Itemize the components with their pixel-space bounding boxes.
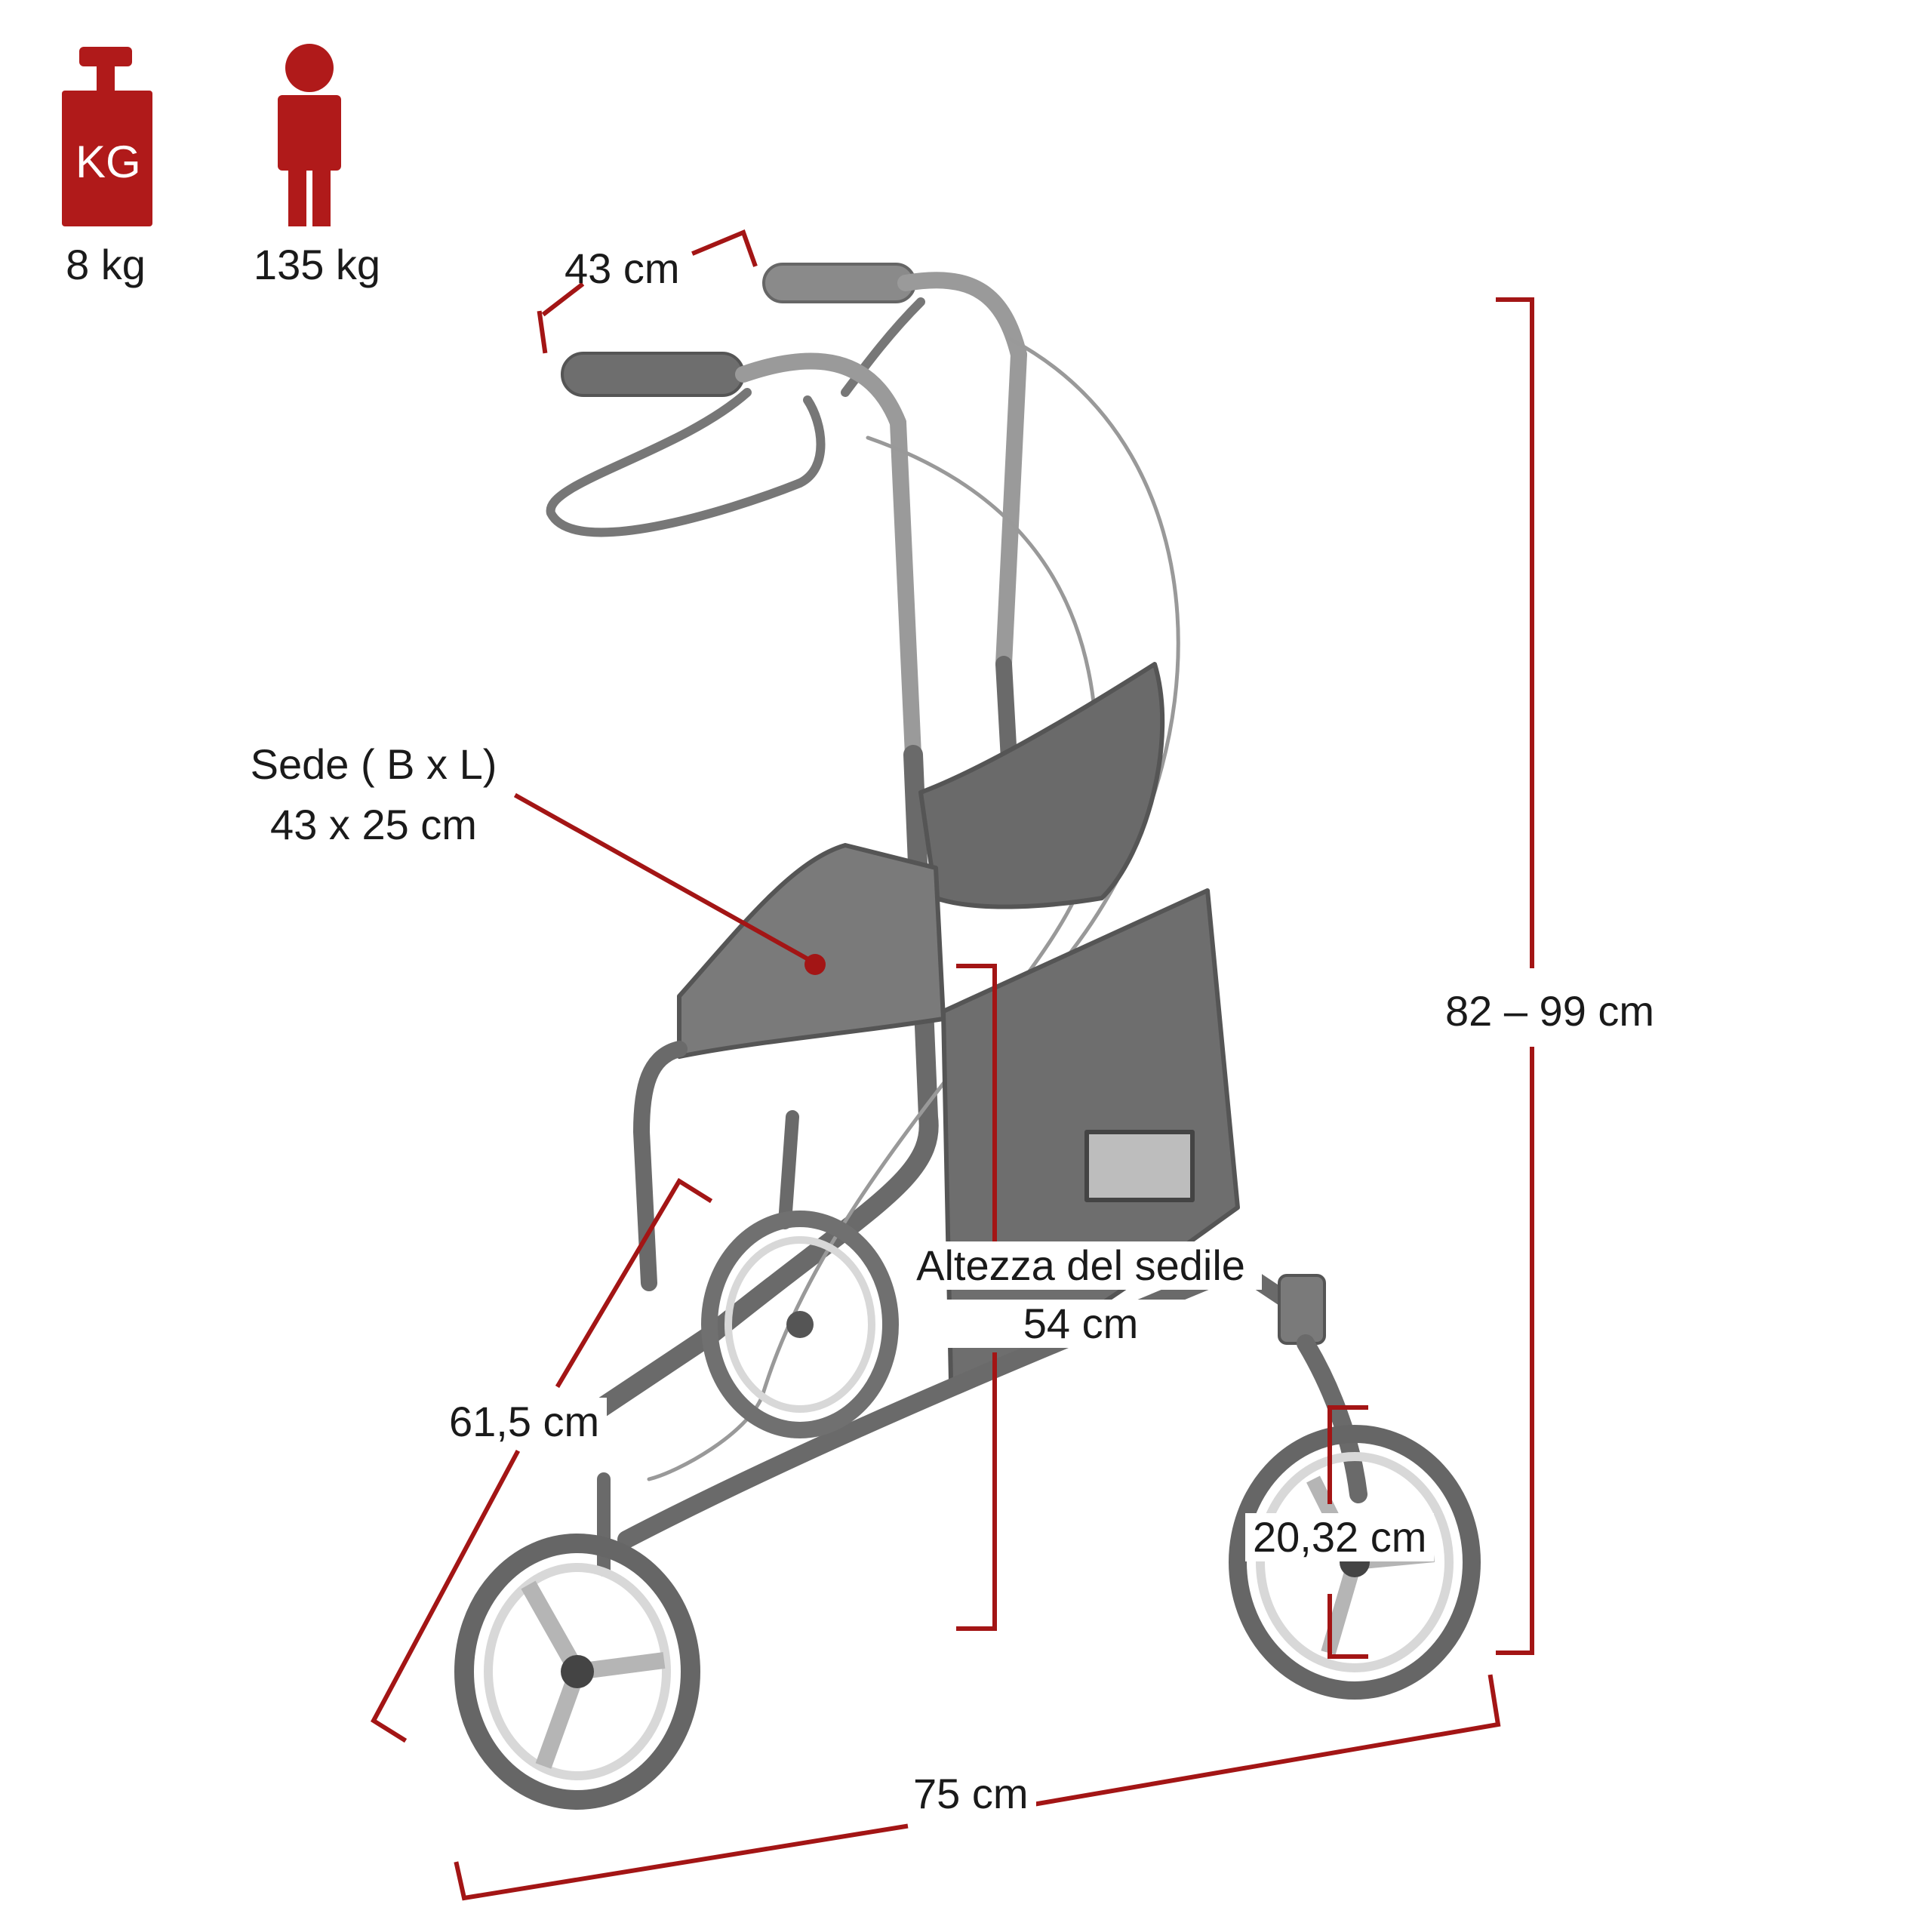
dim-seat-pointer bbox=[513, 792, 817, 966]
depth-label: 61,5 cm bbox=[441, 1398, 608, 1446]
weight-icon-label: KG bbox=[75, 137, 141, 187]
dim-depth bbox=[371, 1177, 713, 1743]
seat-height-label: Altezza del sedile bbox=[900, 1241, 1262, 1290]
seat-size-label: 43 x 25 cm bbox=[270, 801, 477, 848]
width-label: 75 cm bbox=[906, 1770, 1036, 1818]
dim-width bbox=[454, 1674, 1501, 1901]
front-left-wheel bbox=[454, 1534, 700, 1810]
max-load-caption: 135 kg bbox=[253, 241, 381, 288]
seat-label: Sede ( B x L) bbox=[250, 740, 497, 788]
weight-icon bbox=[62, 47, 152, 226]
dim-wheel bbox=[1327, 1405, 1368, 1659]
weight-caption: 8 kg bbox=[66, 241, 146, 288]
dim-seat-height bbox=[956, 964, 997, 1631]
walker-frame bbox=[546, 263, 1367, 1577]
wheel-diameter-label: 20,32 cm bbox=[1245, 1513, 1435, 1561]
total-height-label: 82 – 99 cm bbox=[1438, 987, 1663, 1035]
person-icon bbox=[278, 44, 341, 226]
handle-width-label: 43 cm bbox=[565, 245, 680, 292]
dim-handle-width bbox=[537, 229, 758, 354]
seat-point-marker bbox=[804, 954, 826, 975]
dimension-lines bbox=[371, 229, 1534, 1901]
dim-total-height bbox=[1496, 297, 1534, 1655]
back-wheel bbox=[701, 1211, 899, 1438]
seat-height-value: 54 cm bbox=[900, 1300, 1262, 1348]
